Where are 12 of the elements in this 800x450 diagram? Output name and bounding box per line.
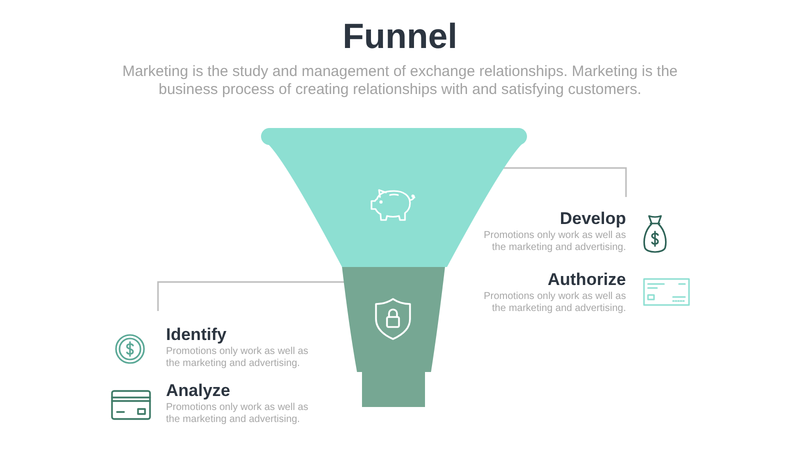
heading: Develop [560,209,626,229]
title: Funnel [342,17,458,57]
leader-line [157,281,344,311]
description: Promotions only work as well as the marketing and advertising. [482,291,626,315]
description: Promotions only work as well as the marketing and advertising. [166,402,310,426]
description: Promotions only work as well as the marketing and advertising. [166,346,310,370]
leader-line [502,167,627,197]
description: Promotions only work as well as the marketing and advertising. [482,230,626,254]
heading: Authorize [548,270,626,290]
heading: Identify [166,325,226,345]
subtitle: Marketing is the study and management of exchange relationships. Marketing is the business process of creating relationships with and satisfying customers. [121,63,679,99]
heading: Analyze [166,381,230,401]
